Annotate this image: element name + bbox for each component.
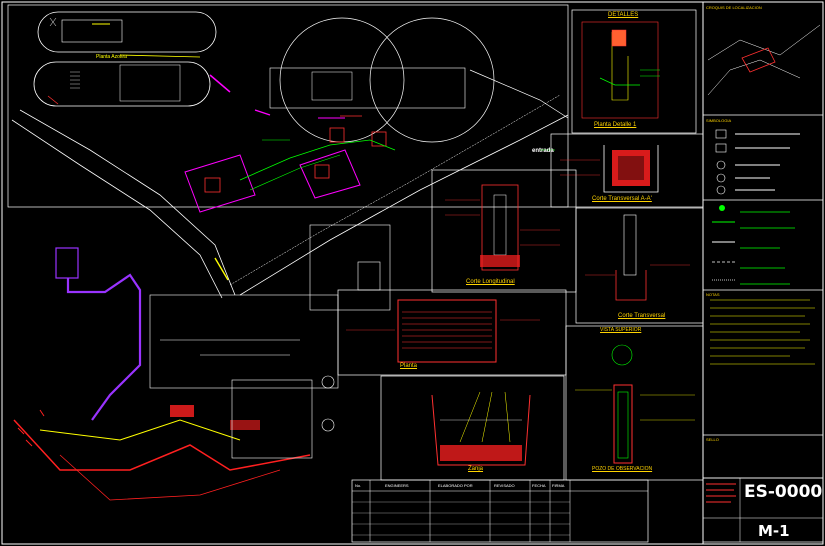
info-panel xyxy=(703,24,823,479)
site-plan xyxy=(7,4,569,299)
col-firma: FIRMA xyxy=(552,483,565,488)
planta-detalle-title: Planta Detalle 1 xyxy=(594,122,637,128)
zanja-detail xyxy=(380,375,565,481)
planta-detail xyxy=(337,289,567,376)
planta-title: Planta xyxy=(400,363,418,369)
ubicacion-header: CROQUIS DE LOCALIZACION xyxy=(706,5,762,10)
simbologia-header: SIMBOLOGIA xyxy=(706,118,732,123)
drawing-code: ES-0000 xyxy=(744,482,823,502)
elevation-details xyxy=(149,224,391,459)
corte-longitudinal xyxy=(431,169,577,293)
detalles-title: DETALLES xyxy=(608,12,639,18)
notas-header: NOTAS xyxy=(706,292,720,297)
entrada-label: entrada xyxy=(532,148,554,154)
corte-transversal xyxy=(575,207,704,324)
col-elaborado: ELABORADO POR xyxy=(438,483,473,488)
pozo-title: POZO DE OBSERVACION xyxy=(592,466,653,472)
zanja-title: Zanja xyxy=(468,466,484,472)
col-fecha: FECHA xyxy=(532,483,546,488)
sello-header: SELLO xyxy=(706,437,719,442)
detalles-panel xyxy=(571,9,697,134)
corte-transversal-title: Corte Transversal xyxy=(618,313,666,319)
corte-transversal-aa xyxy=(550,133,704,208)
isometric-piping xyxy=(13,247,311,501)
planta-azotea-label: Planta Azotea xyxy=(96,54,127,60)
corte-transversal-aa-title: Corte Transversal A-A' xyxy=(592,196,652,202)
col-no: No. xyxy=(355,483,362,488)
col-revisado: REVISADO xyxy=(494,483,515,488)
pozo-observacion xyxy=(565,325,704,481)
sheet-number: M-1 xyxy=(758,522,790,540)
vista-superior-title: VISTA SUPERIOR xyxy=(600,327,642,333)
col-engineers: ENGINEERS xyxy=(385,483,409,488)
title-block xyxy=(351,477,824,543)
corte-longitudinal-title: Corte Longitudinal xyxy=(466,279,515,285)
